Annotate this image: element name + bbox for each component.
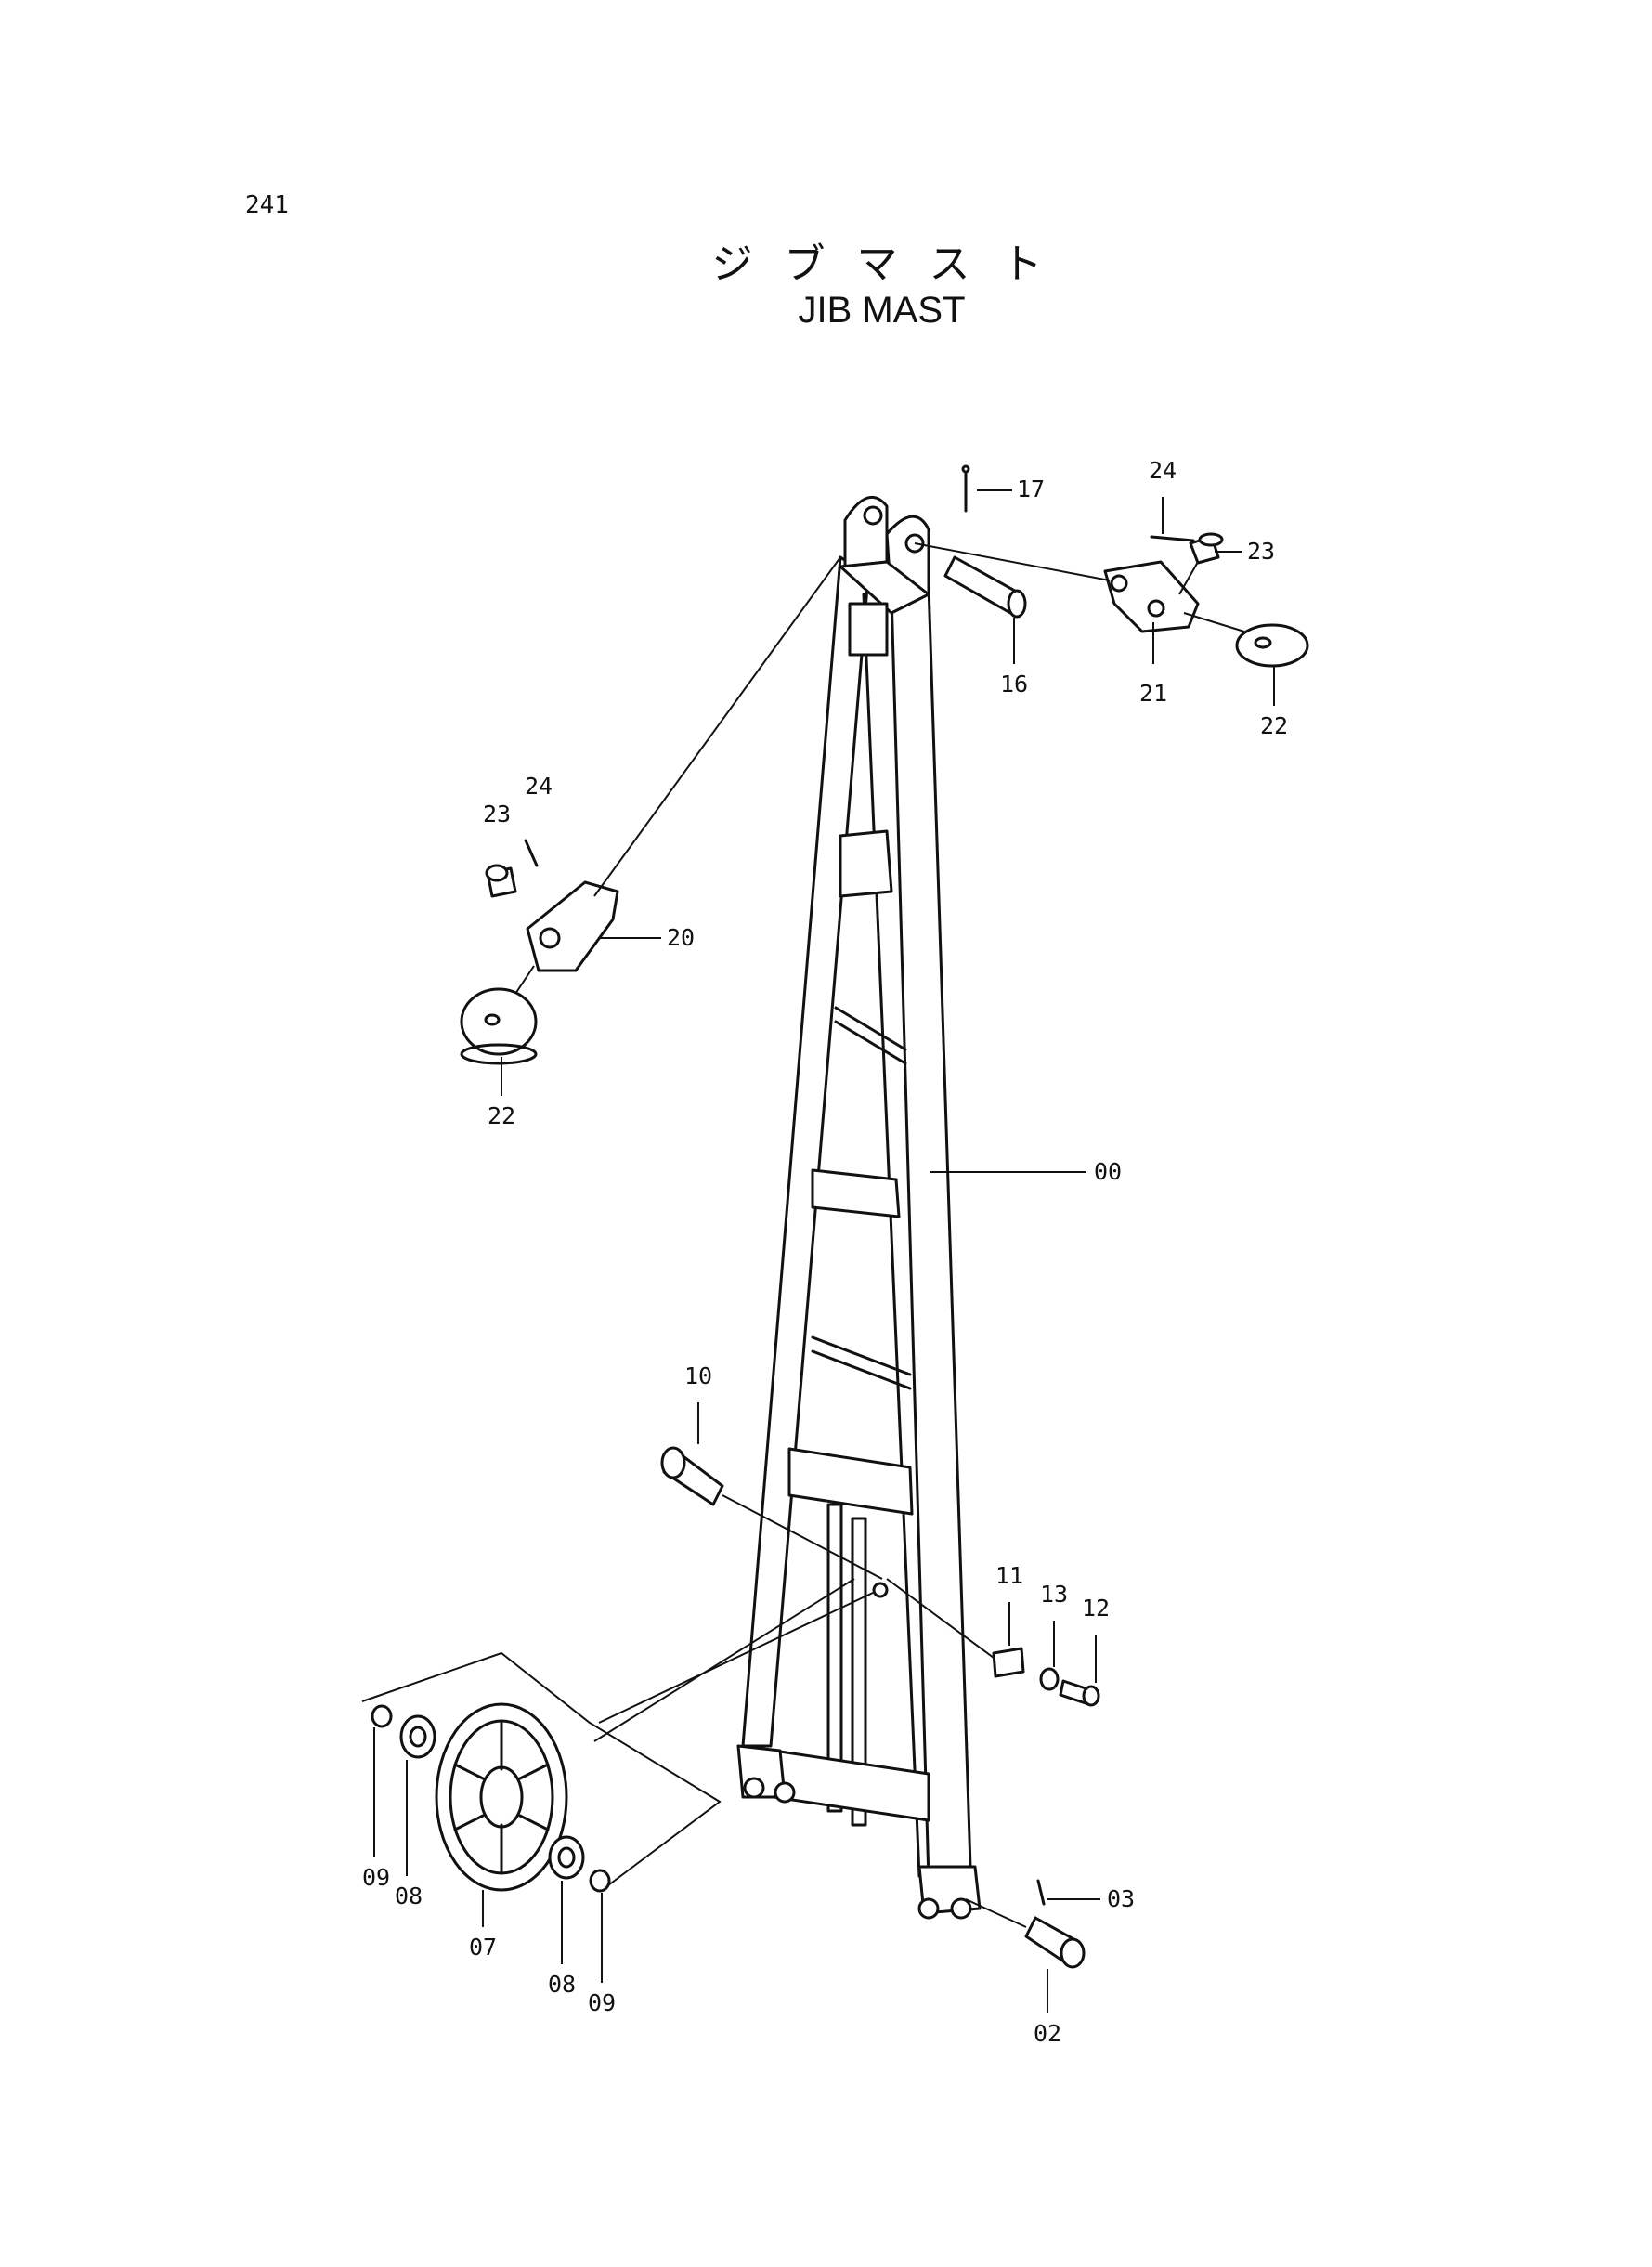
sheave-22-left — [460, 987, 538, 1065]
callout-09-left: 09 — [362, 1864, 390, 1891]
bracket-21 — [1103, 560, 1200, 633]
bracket-20 — [526, 880, 619, 972]
callout-13: 13 — [1040, 1581, 1068, 1608]
callout-17: 17 — [1017, 476, 1045, 502]
pin-10 — [660, 1446, 724, 1506]
nut-09-left — [371, 1704, 393, 1728]
bolt-12 — [1059, 1679, 1100, 1707]
jib-mast-frame — [736, 496, 982, 1920]
pin-02 — [1024, 1916, 1086, 1969]
washer-13 — [1039, 1667, 1060, 1691]
callout-08-right: 08 — [548, 1971, 576, 1998]
callout-24-top: 24 — [1149, 457, 1177, 484]
bearing-08-left — [399, 1714, 436, 1759]
callout-00: 00 — [1094, 1158, 1122, 1185]
callout-03: 03 — [1107, 1885, 1135, 1912]
sheave-07 — [435, 1702, 568, 1892]
page-number: 241 — [245, 191, 289, 219]
cotter-03 — [1036, 1879, 1046, 1906]
callout-24-left: 24 — [525, 773, 553, 800]
pin-16 — [943, 555, 1027, 619]
title-japanese: ジ ブ マ ス ト — [711, 241, 1052, 288]
callout-23-top: 23 — [1247, 538, 1275, 565]
leader-lines — [373, 489, 1275, 2013]
sheave-22-top — [1235, 623, 1309, 668]
callout-09-right: 09 — [588, 1989, 616, 2016]
callout-12: 12 — [1082, 1595, 1110, 1622]
callout-22-top: 22 — [1260, 712, 1288, 739]
callout-08-left: 08 — [395, 1883, 423, 1909]
title-english: JIB MAST — [798, 290, 966, 331]
assembly-lines — [361, 542, 1245, 1928]
callout-16: 16 — [1000, 671, 1028, 697]
pin-23-top — [1189, 532, 1224, 565]
callout-22-left: 22 — [488, 1102, 515, 1129]
cotter-24-top — [1150, 535, 1195, 542]
pin-23-left — [485, 864, 517, 898]
callout-11: 11 — [995, 1562, 1023, 1589]
callout-21: 21 — [1139, 680, 1167, 707]
cotter-pin-17 — [961, 464, 970, 513]
callout-20: 20 — [667, 924, 695, 951]
callout-07: 07 — [469, 1934, 497, 1961]
bearing-08-right — [548, 1835, 585, 1880]
callout-10: 10 — [684, 1362, 712, 1389]
plate-11 — [992, 1647, 1025, 1678]
cotter-24-left — [524, 839, 539, 867]
callout-02: 02 — [1034, 2020, 1061, 2047]
callout-23-left: 23 — [483, 801, 511, 827]
nut-09-right — [589, 1869, 611, 1893]
